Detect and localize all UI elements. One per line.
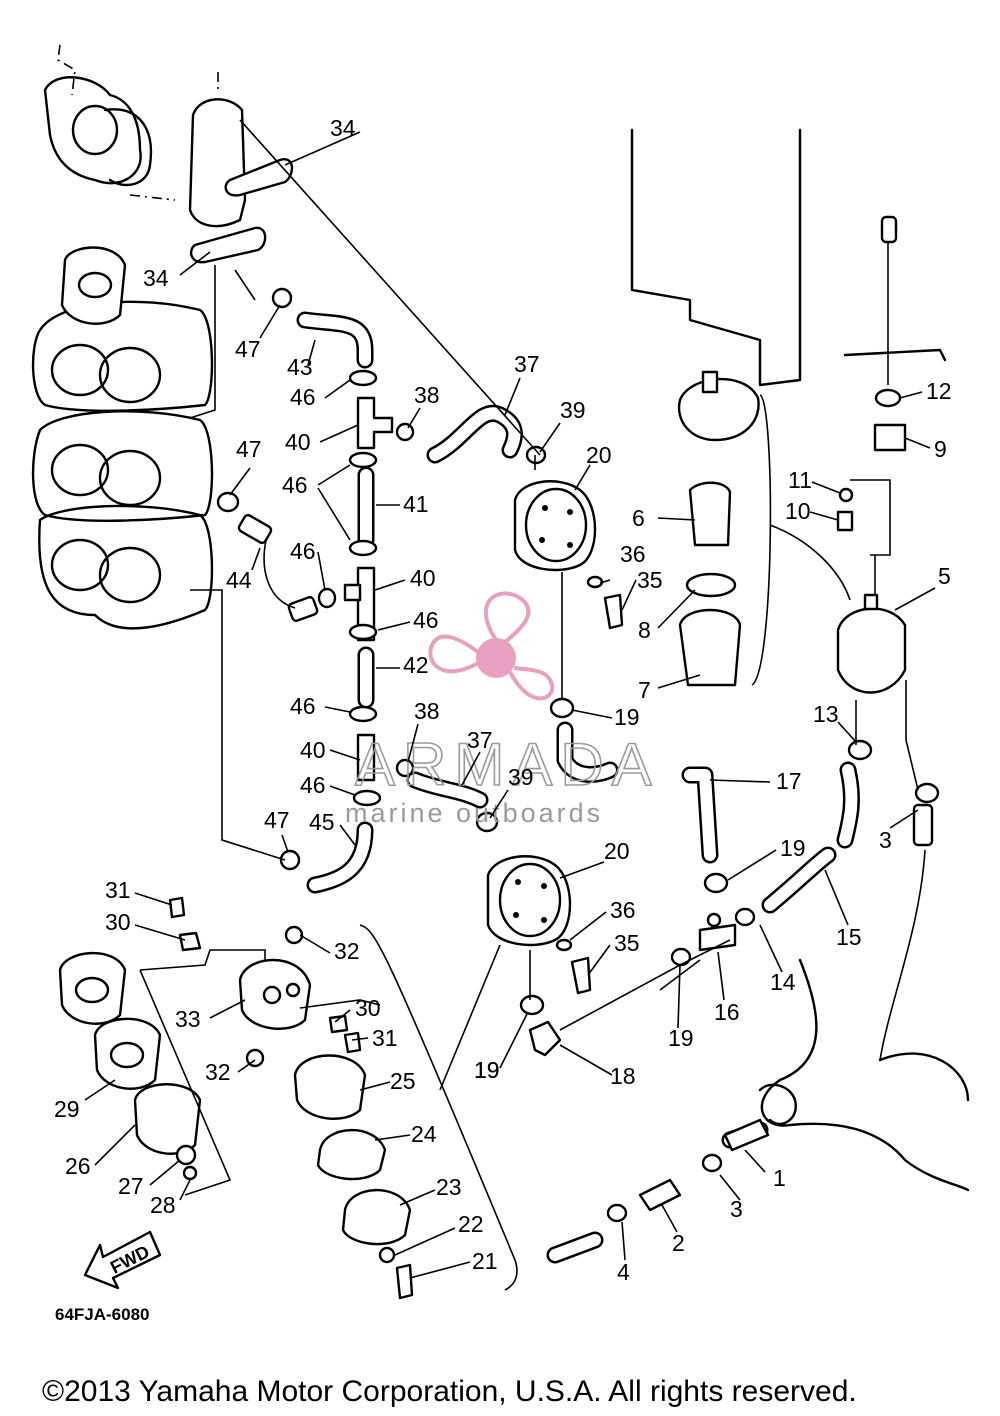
part-label: 19	[668, 1025, 694, 1051]
cylinder-block-outline	[31, 44, 294, 630]
part-label: 11	[788, 467, 812, 493]
part-label: 39	[508, 764, 534, 790]
part-label: 2	[672, 1230, 685, 1256]
part-label: 35	[637, 567, 663, 593]
part-label: 38	[414, 698, 440, 724]
part-label: 9	[934, 436, 947, 462]
part-label: 19	[780, 835, 806, 861]
part-label: 21	[472, 1248, 498, 1274]
part-label: 19	[614, 704, 640, 730]
part-label: 46	[413, 607, 439, 633]
part-label: 46	[290, 384, 316, 410]
part-label: 7	[638, 677, 651, 703]
part-label: 37	[467, 727, 493, 753]
part-label: 46	[290, 693, 316, 719]
part-label: 32	[334, 938, 360, 964]
part-label: 1	[773, 1165, 786, 1191]
engine-housing-outline	[630, 128, 970, 1192]
part-label: 14	[770, 969, 796, 995]
fuel-hoses	[237, 311, 934, 1264]
part-label: 8	[638, 617, 651, 643]
fittings-and-clamps	[216, 287, 940, 1223]
fuel-filter-assembly	[677, 215, 907, 694]
part-label: 46	[282, 472, 308, 498]
part-label: 19	[474, 1057, 500, 1083]
part-label: 38	[414, 382, 440, 408]
part-label: 46	[300, 772, 326, 798]
part-label: 40	[285, 429, 311, 455]
part-label: 39	[560, 397, 586, 423]
part-label: 42	[403, 652, 429, 678]
watermark-propeller-logo	[428, 591, 555, 701]
part-label: 20	[586, 442, 612, 468]
part-label: 40	[300, 737, 326, 763]
pump-cover-parts	[58, 246, 518, 1300]
fwd-direction-arrow: FWD	[83, 1230, 162, 1290]
part-label: 19	[474, 1057, 500, 1083]
part-label: 6	[632, 505, 645, 531]
fuel-pump-lower	[486, 855, 592, 995]
part-label: 12	[926, 378, 952, 404]
part-label: 10	[785, 498, 811, 524]
part-label: 33	[175, 1006, 201, 1032]
part-label: 34	[330, 115, 356, 141]
part-label: 17	[776, 768, 802, 794]
part-label: 29	[54, 1096, 80, 1122]
part-label: 15	[836, 924, 862, 950]
part-number-labels: 1 2 3 3 4 5 6 7 8 9 10 11 12 13 14 15 16…	[54, 115, 952, 1285]
part-label: 43	[287, 354, 313, 380]
part-label: 3	[730, 1196, 743, 1222]
watermark-brand: ARMADA	[355, 731, 660, 798]
part-label: 46	[290, 538, 316, 564]
part-label: 18	[610, 1063, 636, 1089]
part-label: 36	[610, 897, 636, 923]
part-label: 47	[235, 336, 261, 362]
part-label: 5	[938, 563, 951, 589]
part-label: 37	[514, 351, 540, 377]
part-label: 23	[436, 1174, 462, 1200]
part-label: 16	[714, 999, 740, 1025]
part-label: 34	[143, 265, 169, 291]
label-leaders	[84, 131, 936, 1279]
part-label: 40	[410, 565, 436, 591]
part-label: 44	[226, 567, 252, 593]
part-label: 27	[118, 1173, 144, 1199]
part-label: 32	[205, 1059, 231, 1085]
part-label: 20	[604, 838, 630, 864]
part-label: 25	[390, 1068, 416, 1094]
part-label: 47	[264, 807, 290, 833]
part-label: 41	[403, 491, 429, 517]
part-label: 4	[617, 1259, 630, 1285]
part-label: 26	[65, 1153, 91, 1179]
part-label: 36	[620, 541, 646, 567]
part-label: 47	[236, 436, 262, 462]
part-label: 28	[150, 1192, 176, 1218]
fuel-pump-upper	[513, 480, 624, 630]
copyright-notice: ©2013 Yamaha Motor Corporation, U.S.A. A…	[42, 1375, 857, 1408]
part-label: 45	[309, 809, 335, 835]
part-label: 24	[411, 1121, 437, 1147]
part-label: 30	[105, 909, 131, 935]
part-label: 31	[372, 1025, 398, 1051]
assembly-lines	[189, 119, 926, 1091]
part-label: 35	[614, 930, 640, 956]
part-label: 30	[355, 995, 381, 1021]
part-label: 22	[458, 1211, 484, 1237]
part-label: 31	[105, 877, 131, 903]
diagram-code: 64FJA-6080	[55, 1305, 150, 1324]
part-label: 3	[879, 827, 892, 853]
part-label: 13	[813, 701, 839, 727]
watermark-tagline: marine outboards	[345, 798, 603, 828]
